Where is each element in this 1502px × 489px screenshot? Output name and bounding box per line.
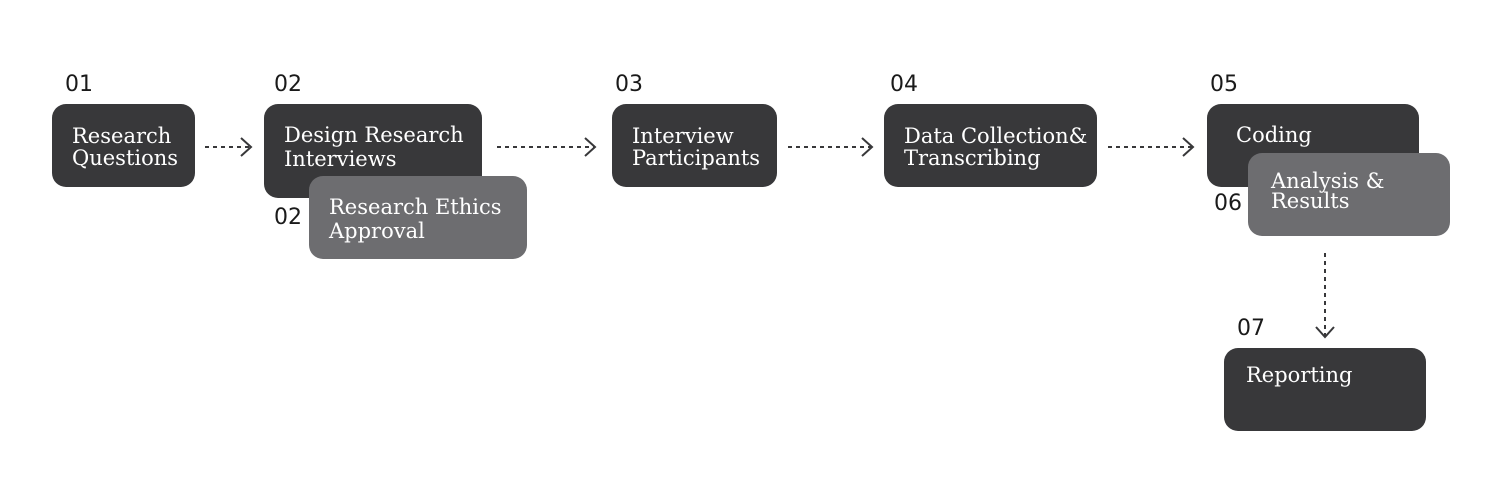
step-number-02-ethics: 02 (274, 205, 302, 230)
step-box-research-questions: Research Questions (52, 104, 195, 187)
arrow-01-to-02 (205, 137, 253, 157)
step-label-line: Results (1271, 189, 1350, 213)
arrow-04-to-05 (1108, 137, 1195, 157)
step-label-line: Research Ethics (329, 195, 502, 219)
step-number-06: 06 (1214, 191, 1242, 216)
step-number-04: 04 (890, 72, 918, 97)
step-number-03: 03 (615, 72, 643, 97)
step-label-line: Questions (72, 146, 179, 170)
arrow-06-to-07 (1315, 253, 1335, 339)
step-label-line: Data Collection& (904, 124, 1088, 148)
arrow-03-to-04 (788, 137, 874, 157)
step-label-line: Interview (632, 124, 734, 148)
step-number-02: 02 (274, 72, 302, 97)
step-label-line: Analysis & (1271, 169, 1385, 193)
step-label-line: Participants (632, 146, 761, 170)
step-number-07: 07 (1237, 316, 1265, 341)
step-label-line: Approval (329, 219, 425, 243)
step-label-line: Coding (1236, 123, 1312, 147)
arrow-02-to-03 (497, 137, 597, 157)
step-box-interview-participants: Interview Participants (612, 104, 777, 187)
step-number-05: 05 (1210, 72, 1238, 97)
step-box-analysis-results: Analysis & Results (1248, 153, 1450, 236)
step-number-01: 01 (65, 72, 93, 97)
step-box-research-ethics-approval: Research Ethics Approval (309, 176, 527, 259)
step-box-data-collection-transcribing: Data Collection& Transcribing (884, 104, 1097, 187)
step-label-line: Research (72, 124, 172, 148)
step-box-reporting: Reporting (1224, 348, 1426, 431)
step-label-line: Reporting (1246, 363, 1353, 387)
step-label-line: Transcribing (904, 146, 1041, 170)
step-label-line: Design Research (284, 123, 464, 147)
step-label-line: Interviews (284, 147, 397, 171)
